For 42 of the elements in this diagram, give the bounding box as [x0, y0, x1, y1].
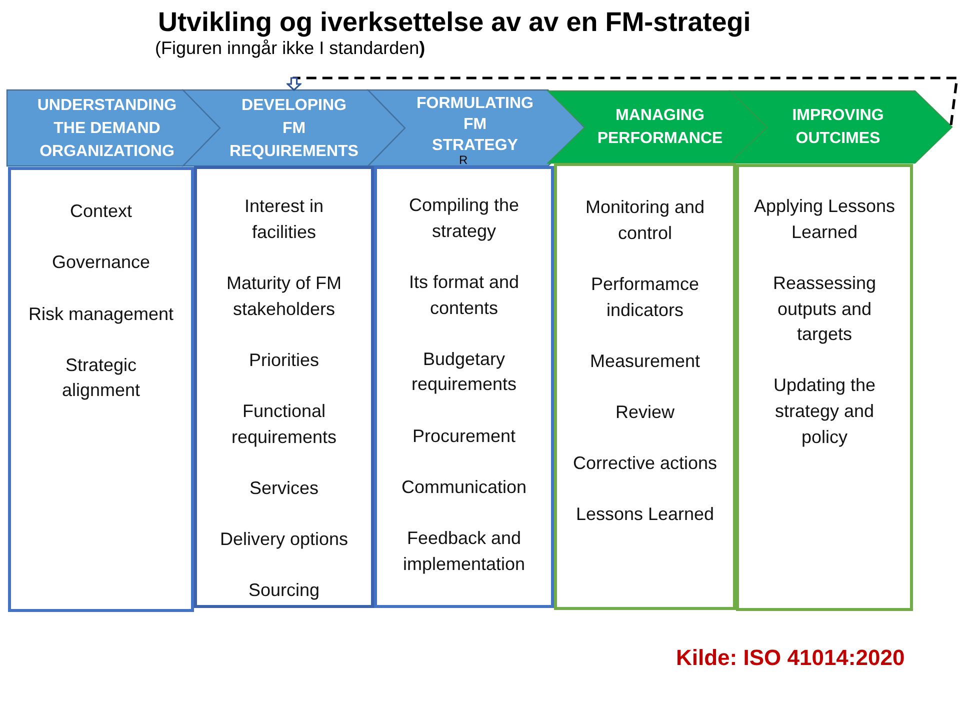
- list-panel: [374, 166, 554, 608]
- list-item: Strategic alignment: [60, 354, 142, 402]
- step-label: MANAGING PERFORMANCE: [596, 106, 724, 149]
- list-panel: [8, 167, 194, 612]
- list-item: Performamce indicators: [590, 272, 700, 322]
- process-step: [730, 91, 952, 163]
- source-note: Kilde: ISO 41014:2020: [676, 645, 905, 671]
- process-step: [7, 90, 220, 166]
- list-item: Updating the strategy and policy: [772, 374, 877, 449]
- list-item: Services: [248, 476, 320, 500]
- list-panel: [736, 164, 913, 611]
- list-panel: [554, 163, 736, 610]
- list-item: Maturity of FM stakeholders: [225, 272, 342, 321]
- list-item: Sourcing: [247, 579, 321, 602]
- list-item: Monitoring and control: [584, 196, 706, 245]
- list-item: Review: [614, 400, 676, 424]
- list-item: Lessons Learned: [574, 503, 716, 526]
- list-item: Risk management: [27, 302, 175, 326]
- step-label: FORMULATING FM STRATEGY: [415, 94, 534, 156]
- list-panel: [194, 166, 374, 608]
- subtitle-note: (Figuren inngår ikke I standarden): [155, 37, 426, 59]
- list-item: Delivery options: [218, 528, 350, 551]
- list-item: Feedback and implementation: [402, 526, 526, 576]
- list-item: Functional requirements: [230, 400, 338, 449]
- list-item: Compiling the strategy: [408, 194, 520, 243]
- list-item: Budgetary requirements: [410, 348, 518, 396]
- text-label: R: [459, 154, 468, 166]
- list-item: Priorities: [248, 348, 320, 372]
- list-item: Measurement: [588, 350, 702, 373]
- step-label: IMPROVING OUTCIMES: [791, 106, 885, 149]
- list-item: Corrective actions: [572, 452, 718, 476]
- list-item: Procurement: [411, 424, 517, 448]
- list-item: Interest in facilities: [243, 195, 325, 244]
- step-label: DEVELOPING FM REQUIREMENTS: [228, 96, 360, 162]
- list-item: Its format and contents: [408, 270, 520, 320]
- list-item: Applying Lessons Learned: [752, 195, 896, 244]
- list-item: Governance: [50, 251, 152, 274]
- list-item: Reassessing outputs and targets: [772, 272, 878, 346]
- list-item: Communication: [400, 476, 528, 499]
- step-label: UNDERSTANDING THE DEMAND ORGANIZATIONG: [36, 96, 178, 162]
- title: Utvikling og iverksettelse av av en FM-strategi: [158, 6, 751, 38]
- list-item: Context: [68, 200, 134, 224]
